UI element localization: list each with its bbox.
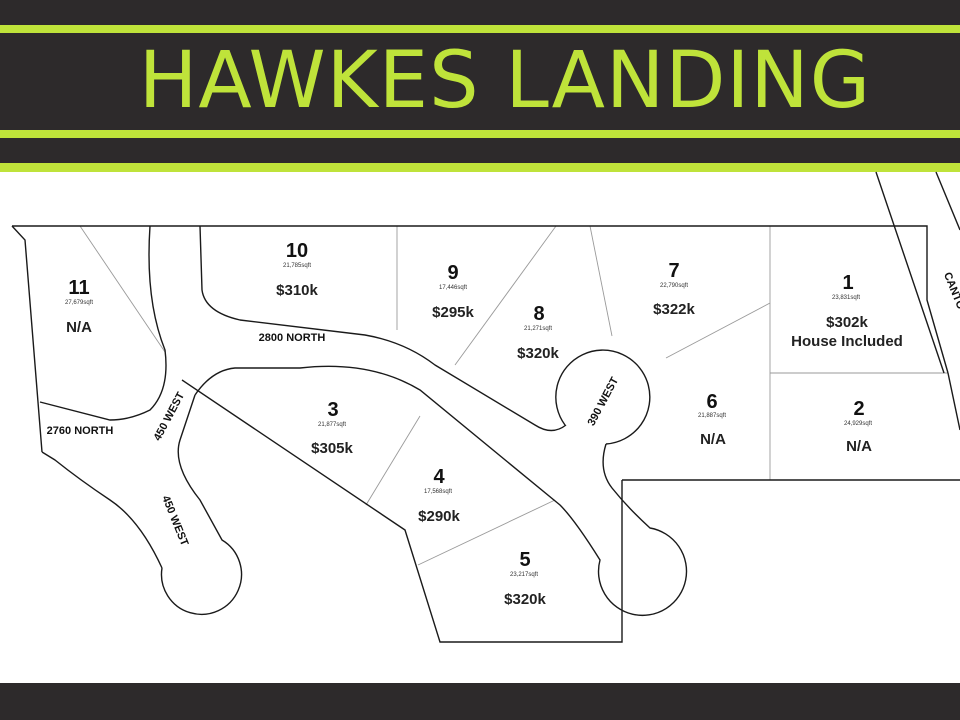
lot-number: 1 <box>842 272 853 294</box>
lot-number: 9 <box>447 262 458 284</box>
page-title: HAWKES LANDING <box>138 36 872 126</box>
lot-price: $302k <box>826 314 868 331</box>
footer-banner <box>0 683 960 720</box>
lot-10: 10 21,785sqft $310k <box>276 240 318 299</box>
lot-3: 3 21,877sqft $305k <box>311 399 353 457</box>
lot-2: 2 24,929sqft N/A <box>844 398 872 455</box>
lot-price: $322k <box>653 301 695 318</box>
lot-number: 6 <box>706 391 717 413</box>
lot-number: 3 <box>327 399 338 421</box>
lot-6: 6 21,887sqft N/A <box>698 391 726 448</box>
lot-size: 21,785sqft <box>283 263 311 269</box>
lot-price: $290k <box>418 508 460 525</box>
lot-size: 21,877sqft <box>318 422 346 428</box>
lot-1: 1 23,831sqft $302k House Included <box>791 272 903 350</box>
header-stripe-edge <box>0 163 960 172</box>
lot-9: 9 17,446sqft $295k <box>432 262 474 321</box>
lot-4: 4 17,568sqft $290k <box>418 466 460 525</box>
header-banner: HAWKES LANDING <box>0 0 960 172</box>
lot-size: 21,887sqft <box>698 413 726 419</box>
lot-size: 17,446sqft <box>439 285 467 291</box>
lot-size: 27,679sqft <box>65 300 93 306</box>
lot-number: 2 <box>853 398 864 420</box>
street-label-2760-north: 2760 NORTH <box>47 425 114 437</box>
lot-size: 21,271sqft <box>524 326 552 332</box>
lot-price: $320k <box>504 591 546 608</box>
lot-number: 8 <box>533 303 544 325</box>
street-label-canton: CANTO <box>941 271 960 312</box>
street-label-2800-north: 2800 NORTH <box>259 332 326 344</box>
lot-price: $310k <box>276 282 318 299</box>
lot-5: 5 23,217sqft $320k <box>504 549 546 608</box>
lot-8: 8 21,271sqft $320k <box>517 303 559 362</box>
lot-size: 23,831sqft <box>832 295 860 301</box>
lot-note: House Included <box>791 333 903 350</box>
lot-size: 23,217sqft <box>510 572 538 578</box>
lot-price: $320k <box>517 345 559 362</box>
header-stripe-bottom <box>0 130 960 138</box>
lot-7: 7 22,790sqft $322k <box>653 260 695 318</box>
lot-price: $305k <box>311 440 353 457</box>
lot-number: 10 <box>286 240 308 262</box>
lot-number: 7 <box>668 260 679 282</box>
lot-price: N/A <box>700 431 726 448</box>
lot-number: 11 <box>68 277 89 299</box>
lot-division-lines <box>79 225 948 566</box>
header-stripe-top <box>0 25 960 33</box>
lot-size: 22,790sqft <box>660 283 688 289</box>
lot-price: N/A <box>846 438 872 455</box>
lot-price: $295k <box>432 304 474 321</box>
plat-boundary-and-roads <box>11 171 960 643</box>
lot-price: N/A <box>66 319 92 336</box>
street-label-390-west: 390 WEST <box>586 375 622 428</box>
lot-11: 11 27,679sqft N/A <box>65 277 93 336</box>
lot-number: 4 <box>433 466 445 488</box>
lot-size: 17,568sqft <box>424 489 452 495</box>
lot-number: 5 <box>519 549 530 571</box>
street-label-450-west-lower: 450 WEST <box>159 494 190 548</box>
footer-stripe-spacer <box>0 692 960 694</box>
lot-size: 24,929sqft <box>844 421 872 427</box>
